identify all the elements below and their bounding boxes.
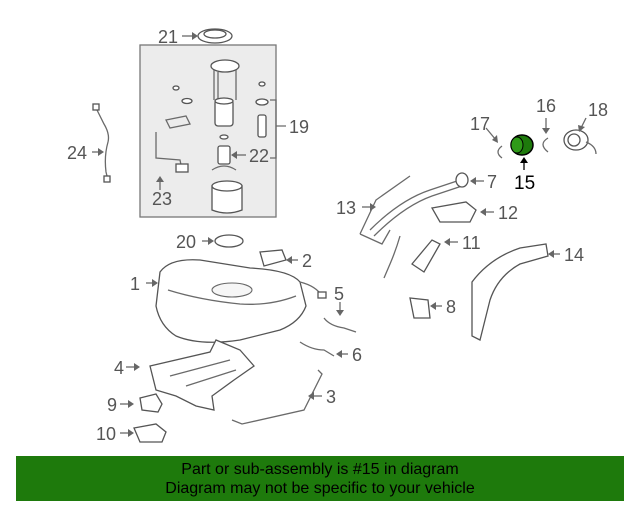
part-4-label: 4 <box>114 358 124 378</box>
part-8-clamp[interactable] <box>409 297 431 319</box>
fuel-pump-motor[interactable] <box>214 97 234 127</box>
part-15-label: 15 <box>514 173 535 194</box>
part-11-label: 11 <box>462 233 481 253</box>
part-14-label: 14 <box>564 245 584 265</box>
part-6-label: 6 <box>352 345 362 365</box>
part-9-bracket[interactable] <box>139 393 163 413</box>
part-22-pump-filter-holder[interactable] <box>211 145 237 171</box>
fuel-filter-body[interactable] <box>211 180 243 214</box>
part-18-label: 18 <box>588 100 608 120</box>
part-8-label: 8 <box>446 297 456 317</box>
part-21-seal-ring[interactable] <box>197 28 233 44</box>
part-11-bracket[interactable] <box>411 239 441 273</box>
part-10-bracket[interactable] <box>133 423 167 443</box>
part-2-label: 2 <box>302 251 312 271</box>
part-1-label: 1 <box>130 274 140 294</box>
part-6-hose[interactable] <box>299 341 335 357</box>
part-17-ring[interactable] <box>497 145 503 159</box>
info-banner: Part or sub-assembly is #15 in diagram D… <box>16 456 624 501</box>
part-1-fuel-tank[interactable] <box>155 259 327 343</box>
part-24-wire-harness[interactable] <box>92 103 111 183</box>
part-12-label: 12 <box>498 203 518 223</box>
part-2-protector[interactable] <box>259 249 287 267</box>
part-12-filler-housing[interactable] <box>430 201 477 223</box>
part-13-label: 13 <box>336 198 356 218</box>
part-24-label: 24 <box>67 143 87 163</box>
banner-line-2: Diagram may not be specific to your vehi… <box>165 479 475 497</box>
part-3-tank-strap[interactable] <box>231 369 323 425</box>
part-7-label: 7 <box>487 172 497 192</box>
part-23-label: 23 <box>152 189 172 209</box>
part-10-label: 10 <box>96 424 116 444</box>
pump-small-parts <box>172 81 269 140</box>
part-19-label: 19 <box>289 117 309 137</box>
part-16-ring[interactable] <box>542 137 549 153</box>
part-9-label: 9 <box>107 395 117 415</box>
part-21-label: 21 <box>158 27 178 47</box>
part-17-label: 17 <box>470 114 490 134</box>
part-13-breather-tube[interactable] <box>359 175 411 245</box>
part-5-hose[interactable] <box>323 317 357 333</box>
fuel-pump-inset-box <box>139 44 277 218</box>
part-16-label: 16 <box>536 96 556 116</box>
part-5-label: 5 <box>334 284 344 304</box>
parts-diagram: 21 22 23 19 24 <box>67 27 608 444</box>
part-20-gasket[interactable] <box>214 234 244 248</box>
banner-line-1: Part or sub-assembly is #15 in diagram <box>181 460 459 478</box>
part-14-filler-protector[interactable] <box>471 243 549 341</box>
fuel-sender-float[interactable] <box>155 115 191 173</box>
part-7-filler-pipe[interactable] <box>369 172 469 279</box>
fuel-pump-bracket[interactable] <box>210 59 240 108</box>
part-4-heat-shield[interactable] <box>149 339 255 411</box>
part-22-label: 22 <box>249 146 269 166</box>
part-18-fuel-cap[interactable] <box>563 129 597 155</box>
part-15-highlighted[interactable] <box>510 134 534 156</box>
part-20-label: 20 <box>176 232 196 252</box>
part-3-label: 3 <box>326 387 336 407</box>
part-19-leader <box>270 99 286 159</box>
